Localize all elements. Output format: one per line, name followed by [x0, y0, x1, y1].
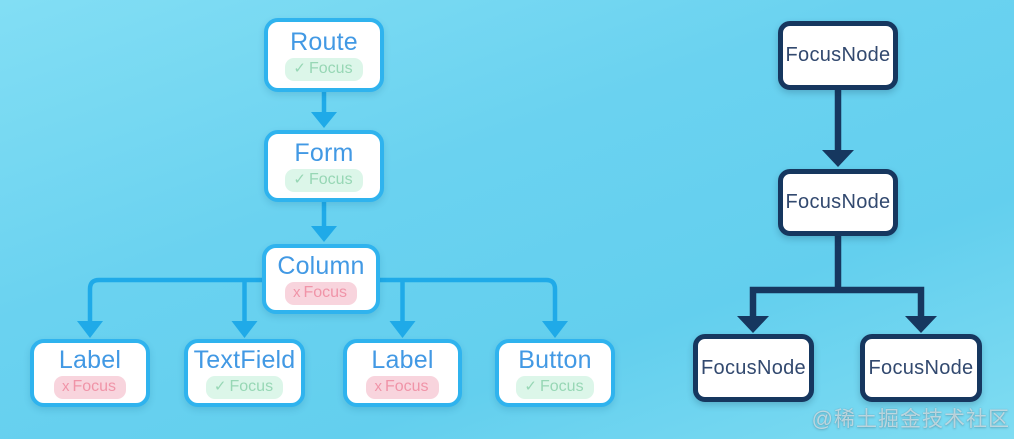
- node-title: Route: [290, 27, 358, 56]
- no-focus-badge: x Focus: [366, 375, 439, 400]
- cross-icon: x: [61, 378, 70, 396]
- node-title: Column: [277, 251, 365, 280]
- arrowhead-focusnode-right: [905, 316, 937, 333]
- check-icon: ✓: [213, 378, 227, 396]
- tree-node-label-2: Label x Focus: [343, 339, 462, 407]
- tree-node-label-1: Label x Focus: [30, 339, 150, 407]
- tree-node-route: Route ✓ Focus: [264, 18, 384, 92]
- focus-badge: ✓ Focus: [285, 57, 363, 82]
- tree-node-focusnode-mid: FocusNode: [778, 169, 898, 236]
- tree-node-textfield: TextField ✓ Focus: [184, 339, 305, 407]
- focus-badge-label: Focus: [229, 377, 274, 395]
- focus-badge-label: Focus: [384, 377, 429, 395]
- focus-badge-label: Focus: [309, 170, 353, 188]
- tree-node-focusnode-left: FocusNode: [693, 334, 814, 402]
- focus-badge-label: Focus: [309, 59, 353, 77]
- cross-icon: x: [292, 284, 301, 302]
- node-title: Label: [58, 345, 122, 374]
- arrowhead-button: [542, 321, 568, 338]
- arrowhead-form-column: [311, 226, 337, 242]
- arrowhead-textfield: [231, 321, 258, 338]
- arrowhead-label1: [77, 321, 103, 338]
- check-icon: ✓: [524, 378, 537, 396]
- tree-node-focusnode-right: FocusNode: [860, 334, 982, 402]
- cross-icon: x: [374, 378, 382, 396]
- tree-node-form: Form ✓ Focus: [264, 130, 384, 202]
- focus-badge-label: Focus: [72, 377, 117, 395]
- node-title: Form: [294, 138, 354, 167]
- node-title: FocusNode: [785, 191, 891, 213]
- check-icon: ✓: [293, 60, 306, 78]
- focus-badge-label: Focus: [540, 377, 584, 395]
- node-title: Label: [371, 345, 434, 374]
- node-title: FocusNode: [785, 44, 891, 66]
- no-focus-badge: x Focus: [53, 375, 127, 400]
- tree-node-button: Button ✓ Focus: [495, 339, 615, 407]
- arrowhead-focusnode-left: [737, 316, 769, 333]
- connector-focusnode-children-bus: [749, 286, 925, 318]
- focus-badge-label: Focus: [303, 283, 348, 301]
- node-title: TextField: [193, 345, 296, 374]
- tree-node-focusnode-root: FocusNode: [778, 21, 898, 90]
- check-icon: ✓: [293, 171, 306, 189]
- no-focus-badge: x Focus: [284, 281, 358, 306]
- node-title: Button: [518, 345, 592, 374]
- node-title: FocusNode: [868, 356, 974, 379]
- tree-node-column: Column x Focus: [262, 244, 380, 314]
- arrowhead-label2: [389, 321, 416, 338]
- arrowhead-focusnode-mid: [822, 150, 854, 167]
- focus-badge: ✓ Focus: [205, 375, 284, 400]
- focus-badge: ✓ Focus: [285, 168, 363, 193]
- arrowhead-route-form: [311, 112, 337, 128]
- site-watermark: @稀土掘金技术社区: [811, 408, 1010, 431]
- focus-badge: ✓ Focus: [516, 375, 594, 400]
- node-title: FocusNode: [701, 356, 806, 379]
